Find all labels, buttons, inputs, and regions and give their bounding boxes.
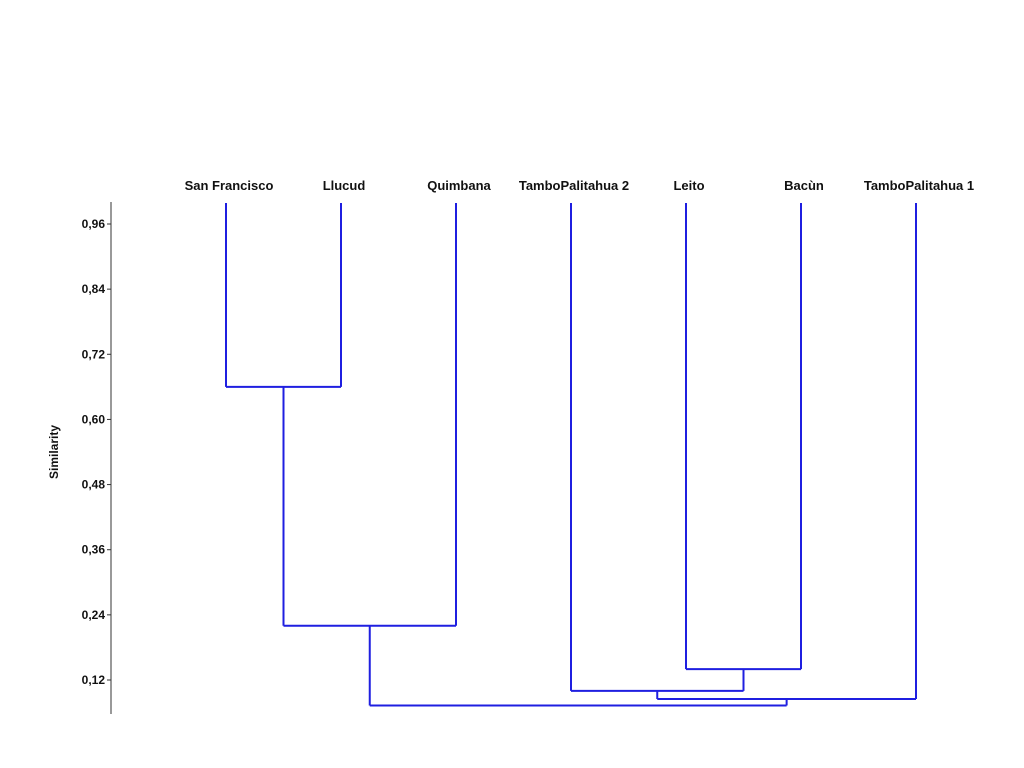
y-tick-label: 0,12 [82,673,106,687]
dendrogram-link-m6 [368,625,788,707]
y-axis: 0,96 0,84 0,72 0,60 0,48 0,36 0,24 0,12 [82,202,112,714]
y-tick-label: 0,48 [82,478,106,492]
y-tick-label: 0,72 [82,347,106,361]
leaf-label: Leito [673,178,704,193]
leaf-label: Quimbana [427,178,491,193]
leaf-label: San Francisco [185,178,274,193]
dendrogram-tree [225,203,917,707]
y-tick-label: 0,84 [82,282,106,296]
y-tick-label: 0,60 [82,412,106,426]
leaf-labels: San Francisco Llucud Quimbana TamboPalitahu… [185,178,975,193]
leaf-label: Bacùn [784,178,824,193]
dendrogram-link-m5 [656,203,917,700]
y-tick-label: 0,24 [82,608,106,622]
y-tick-label: 0,36 [82,543,106,557]
dendrogram-link-m2 [282,203,457,627]
leaf-label: Llucud [323,178,366,193]
y-axis-title: Similarity [47,425,61,479]
dendrogram-link-m3 [685,203,802,671]
y-tick-label: 0,96 [82,217,106,231]
dendrogram-link-m4 [570,203,745,692]
leaf-label: TamboPalitahua 1 [864,178,974,193]
leaf-label: TamboPalitahua 2 [519,178,629,193]
dendrogram-link-m1 [225,203,342,388]
